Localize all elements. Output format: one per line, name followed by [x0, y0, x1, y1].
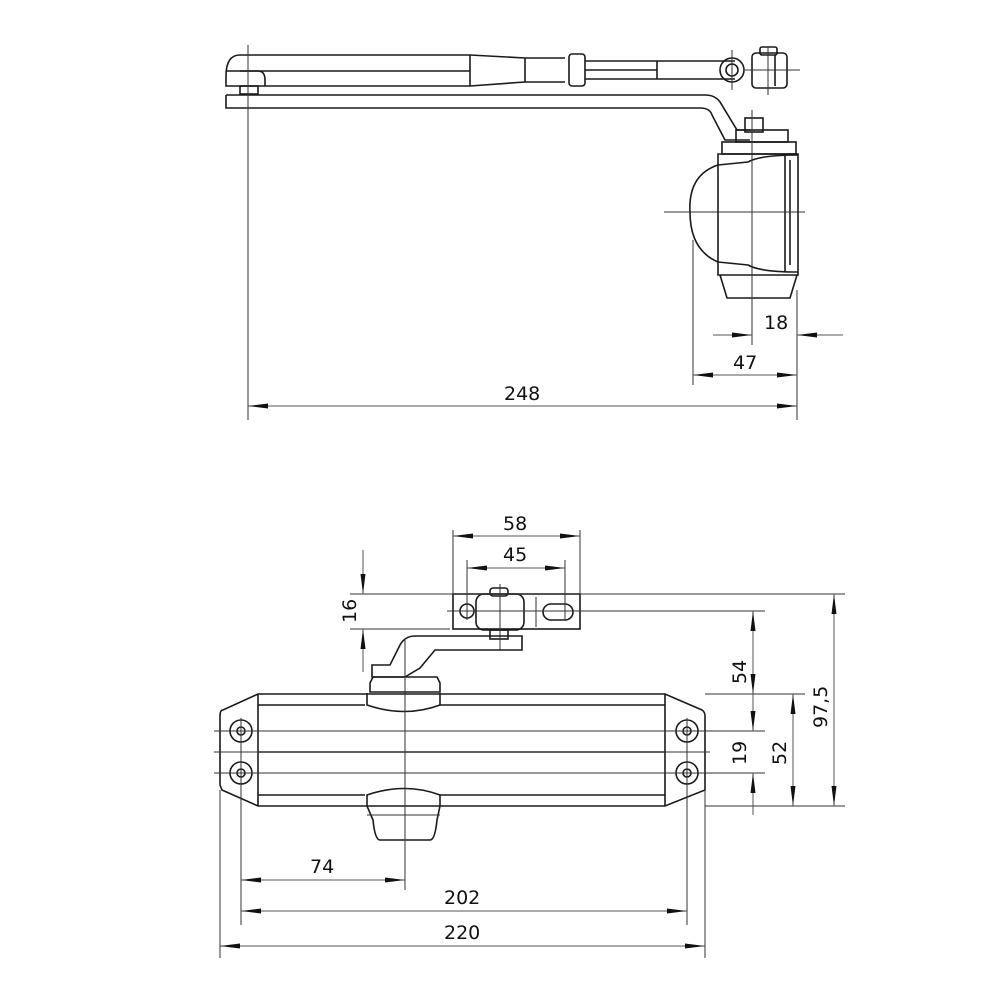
dim-248: 248: [248, 383, 797, 409]
dim-19: 19: [729, 694, 756, 815]
dim-202: 202: [241, 887, 687, 914]
top-view: 58 45 16 54 19 52: [214, 513, 845, 958]
dim-label: 202: [444, 887, 480, 909]
dim-18: 18: [713, 312, 843, 338]
dim-45: 45: [467, 544, 565, 571]
dim-label: 16: [339, 599, 361, 623]
dim-label: 47: [733, 352, 757, 374]
dim-label: 18: [764, 312, 788, 334]
dim-label: 248: [504, 383, 540, 405]
closer-body-top: [219, 640, 706, 890]
dim-74: 74: [241, 856, 405, 883]
dim-label: 74: [310, 856, 334, 878]
dim-label: 58: [503, 513, 527, 535]
closer-arm: [225, 46, 800, 141]
dim-54: 54: [729, 611, 756, 694]
dim-label: 220: [444, 922, 480, 944]
dim-47: 47: [693, 352, 797, 378]
dim-220: 220: [220, 922, 705, 949]
dim-52: 52: [769, 694, 796, 806]
arm-link: [371, 635, 523, 678]
side-view: 18 47 248: [225, 45, 843, 420]
dim-label: 54: [729, 660, 751, 684]
dim-97-5: 97,5: [810, 594, 837, 806]
dim-58: 58: [453, 513, 580, 539]
dim-label: 19: [729, 741, 751, 765]
dim-label: 97,5: [810, 686, 832, 728]
dim-label: 45: [503, 544, 527, 566]
closer-body-side: [664, 110, 805, 345]
dim-16: 16: [339, 550, 366, 672]
dim-label: 52: [769, 741, 791, 765]
